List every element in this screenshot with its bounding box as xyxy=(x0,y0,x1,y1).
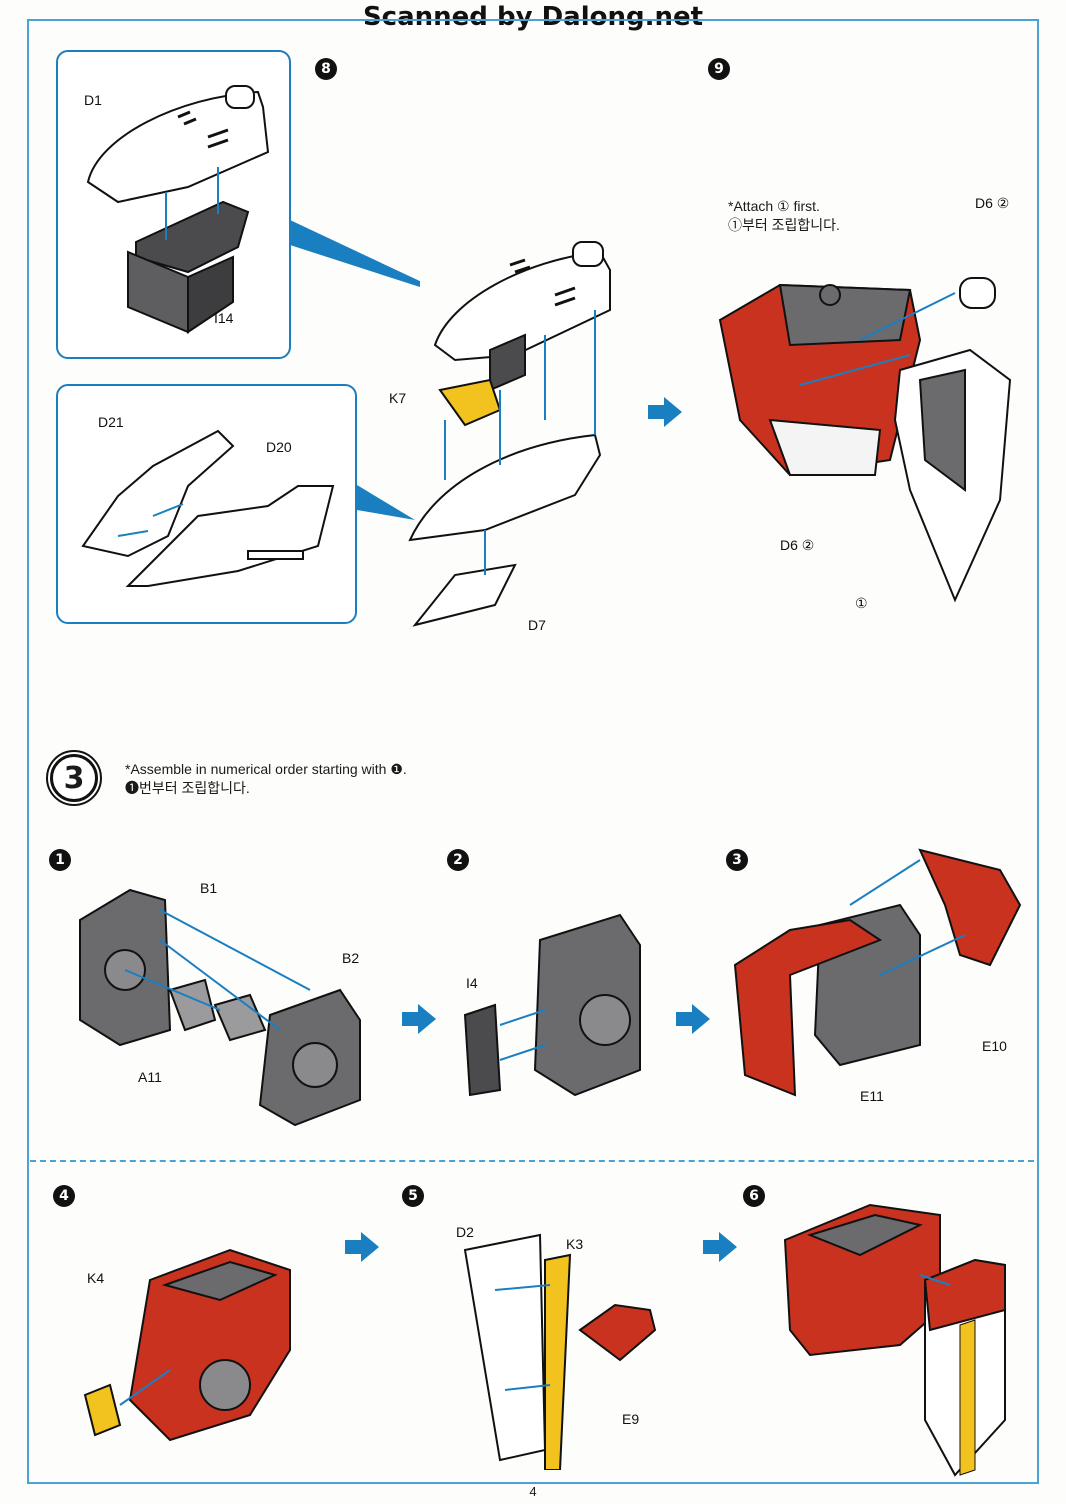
substep5-illustration xyxy=(463,1233,657,1470)
substep1-illustration xyxy=(79,888,361,1127)
substep-1-number: 1 xyxy=(49,849,71,871)
label-e11: E11 xyxy=(860,1088,884,1104)
arrow-right-icon xyxy=(648,397,682,427)
step-9-number: 9 xyxy=(708,58,730,80)
substep3-illustration xyxy=(733,848,1022,1097)
section3-note-ko: ❶번부터 조립합니다. xyxy=(125,780,250,796)
substep-5-number: 5 xyxy=(402,1185,424,1207)
arrow-right-icon xyxy=(402,1004,436,1034)
arrow-right-icon xyxy=(345,1232,379,1262)
step-8-number: 8 xyxy=(315,58,337,80)
label-d20: D20 xyxy=(266,439,292,455)
inset-d1-i14: D1 I14 xyxy=(56,50,291,359)
label-e10: E10 xyxy=(982,1038,1007,1054)
page-frame xyxy=(27,19,1039,1484)
page-number: 4 xyxy=(529,1484,537,1499)
substep6-illustration xyxy=(783,1203,1006,1477)
label-b2: B2 xyxy=(342,950,360,966)
label-i14: I14 xyxy=(214,310,234,326)
step9-illustration xyxy=(718,277,1012,603)
scanner-watermark: Scanned by Dalong.net xyxy=(362,2,704,32)
d21-d20-illustration xyxy=(81,429,335,587)
section-3-number: 3 xyxy=(50,754,98,802)
inset-d21-d20: D21 D20 xyxy=(56,384,357,624)
label-i4: I4 xyxy=(466,975,478,991)
label-d6-bottom: D6 ② xyxy=(780,537,815,553)
label-d6-top: D6 ② xyxy=(975,195,1010,211)
label-a11: A11 xyxy=(138,1069,162,1085)
section-3-badge: 3 xyxy=(46,750,102,806)
label-d1: D1 xyxy=(84,92,102,108)
section3-note-en: *Assemble in numerical order starting wi… xyxy=(125,761,407,777)
arrow-right-icon xyxy=(676,1004,710,1034)
label-d2: D2 xyxy=(456,1224,474,1240)
d1-i14-illustration xyxy=(86,85,270,334)
label-k7: K7 xyxy=(389,390,407,406)
substep4-illustration xyxy=(83,1248,291,1442)
callout-wedges xyxy=(290,220,420,520)
label-e9: E9 xyxy=(622,1411,640,1427)
substep-6-number: 6 xyxy=(743,1185,765,1207)
label-b1: B1 xyxy=(200,880,218,896)
step9-note-en: *Attach ① first. xyxy=(728,198,820,214)
label-d7: D7 xyxy=(528,617,546,633)
substep-3-number: 3 xyxy=(726,849,748,871)
substep-4-number: 4 xyxy=(53,1185,75,1207)
label-d21: D21 xyxy=(98,414,124,430)
step9-note-ko: ①부터 조립합니다. xyxy=(728,217,840,233)
substep-2-number: 2 xyxy=(447,849,469,871)
arrow-right-icon xyxy=(703,1232,737,1262)
label-k4: K4 xyxy=(87,1270,105,1286)
label-k3: K3 xyxy=(566,1236,584,1252)
section-divider xyxy=(30,1160,1034,1162)
step8-main-illustration xyxy=(408,241,611,627)
label-part-1: ① xyxy=(855,595,868,611)
substep2-illustration xyxy=(463,913,641,1097)
